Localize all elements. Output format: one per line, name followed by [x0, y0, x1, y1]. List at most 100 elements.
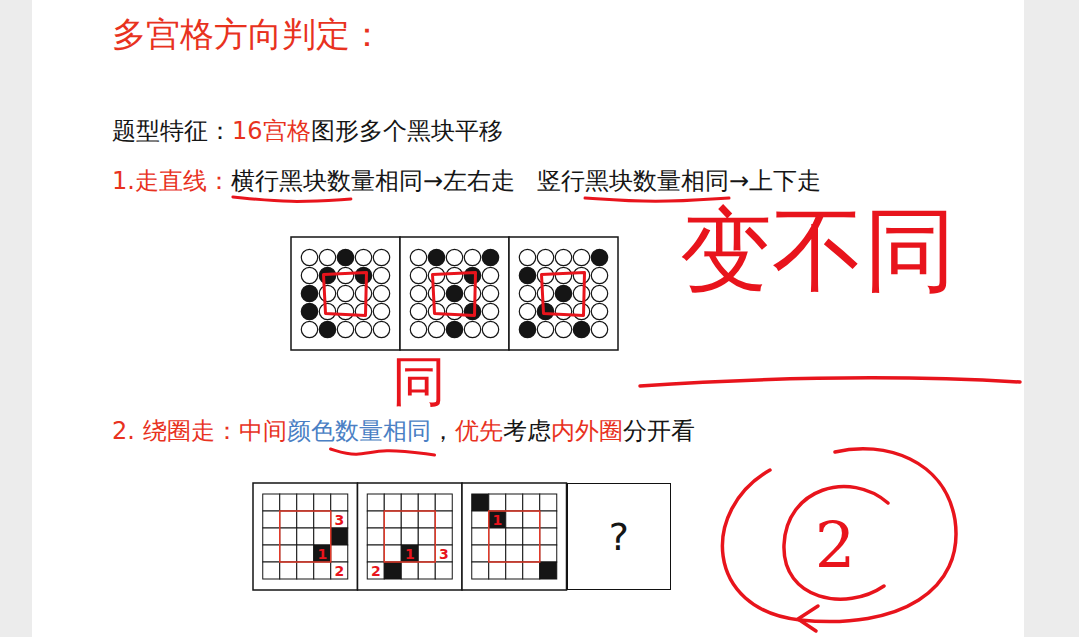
grid-circle: [446, 303, 462, 319]
grid-cell: [331, 562, 348, 579]
grid-circle: [337, 303, 353, 319]
grid-circle: [355, 249, 371, 265]
grid-circle: [301, 267, 317, 283]
grid-circle: [428, 321, 444, 337]
grid-cell: [384, 528, 401, 545]
text-label: 颜色数量相同: [287, 417, 431, 445]
grid-cell: [401, 528, 418, 545]
grid-cell: [523, 528, 540, 545]
grid-circle: [519, 267, 535, 283]
grid-cell: [523, 511, 540, 528]
grid-circle: [464, 267, 480, 283]
grid-cell: [472, 494, 489, 511]
figure-panel: [358, 483, 463, 590]
grid-circle: [519, 285, 535, 301]
grid-cell: [297, 545, 314, 562]
handwritten-squiggle: [331, 449, 435, 455]
grid-cell: [418, 545, 435, 562]
grid-circle: [591, 303, 607, 319]
handwritten-underline: [640, 378, 1020, 386]
grid-circle: [573, 249, 589, 265]
grid-cell: [489, 494, 506, 511]
page-title: 多宫格方向判定：: [112, 14, 384, 54]
grid-cell: [401, 562, 418, 579]
grid-circle: [446, 249, 462, 265]
inner-ring-outline: [280, 511, 331, 562]
grid-cell: [384, 511, 401, 528]
text-label: 竖行黑块数量相同→上下走: [537, 167, 821, 195]
grid-cell: [523, 494, 540, 511]
grid-circle: [573, 321, 589, 337]
text-label: 中间: [239, 417, 287, 445]
grid-circle: [319, 249, 335, 265]
grid-circle: [537, 303, 553, 319]
grid-circle: [373, 249, 389, 265]
handwritten-square: [542, 273, 585, 316]
grid-circle: [355, 267, 371, 283]
grid-circle: [573, 303, 589, 319]
callout-number: 2: [371, 564, 381, 578]
grid-circle: [355, 285, 371, 301]
grid-circle: [537, 249, 553, 265]
grid-cell: [401, 511, 418, 528]
text-label: 2. 绕圈走：: [112, 417, 239, 445]
grid-circle: [355, 321, 371, 337]
figure-row: [253, 483, 567, 590]
callout-number: 1: [317, 547, 327, 561]
grid-circle: [410, 285, 426, 301]
handwritten-number: 2: [815, 514, 856, 578]
text-label: ，: [431, 417, 455, 445]
grid-cell: [367, 545, 384, 562]
grid-cell: [367, 511, 384, 528]
grid-cell: [540, 494, 557, 511]
grid-circle: [301, 303, 317, 319]
grid-cell: [280, 528, 297, 545]
text-label: 分开看: [623, 417, 695, 445]
grid-cell: [472, 562, 489, 579]
grid-cell: [472, 511, 489, 528]
grid-cell: [401, 545, 418, 562]
grid-cell: [489, 528, 506, 545]
grid-circle: [373, 267, 389, 283]
grid-circle: [482, 285, 498, 301]
grid-cell: [367, 562, 384, 579]
figure-panel: [253, 483, 358, 590]
grid-circle: [519, 321, 535, 337]
handwritten-square: [433, 273, 476, 316]
page-margin: [1024, 0, 1079, 637]
grid-circle: [591, 285, 607, 301]
handwritten-square: [324, 273, 367, 316]
grid-cell: [331, 528, 348, 545]
callout-number: 2: [334, 564, 344, 578]
grid-circle: [537, 285, 553, 301]
grid-circle: [446, 267, 462, 283]
text-line: 1.走直线：横行黑块数量相同→左右走竖行黑块数量相同→上下走: [112, 166, 821, 196]
grid-circle: [373, 303, 389, 319]
grid-cell: [297, 494, 314, 511]
grid-circle: [482, 303, 498, 319]
grid-circle: [428, 303, 444, 319]
grid-cell: [314, 511, 331, 528]
handwritten-note: 同: [392, 352, 446, 411]
grid-circle: [337, 321, 353, 337]
grid-cell: [384, 545, 401, 562]
answer-panel: ?: [567, 483, 672, 590]
grid-circle: [464, 321, 480, 337]
grid-circle: [319, 285, 335, 301]
grid-cell: [523, 562, 540, 579]
grid-circle: [428, 249, 444, 265]
grid-circle: [337, 285, 353, 301]
grid-circle: [591, 321, 607, 337]
grid-circle: [555, 249, 571, 265]
grid-circle: [591, 249, 607, 265]
text-line: 题型特征：16宫格图形多个黑块平移: [112, 116, 503, 146]
grid-cell: [384, 562, 401, 579]
figure-panel: [462, 483, 567, 590]
inner-ring-outline: [384, 511, 435, 562]
grid-cell: [540, 528, 557, 545]
grid-cell: [297, 562, 314, 579]
grid-cell: [263, 511, 280, 528]
figure-panel: [400, 237, 509, 350]
grid-cell: [540, 562, 557, 579]
grid-cell: [489, 511, 506, 528]
